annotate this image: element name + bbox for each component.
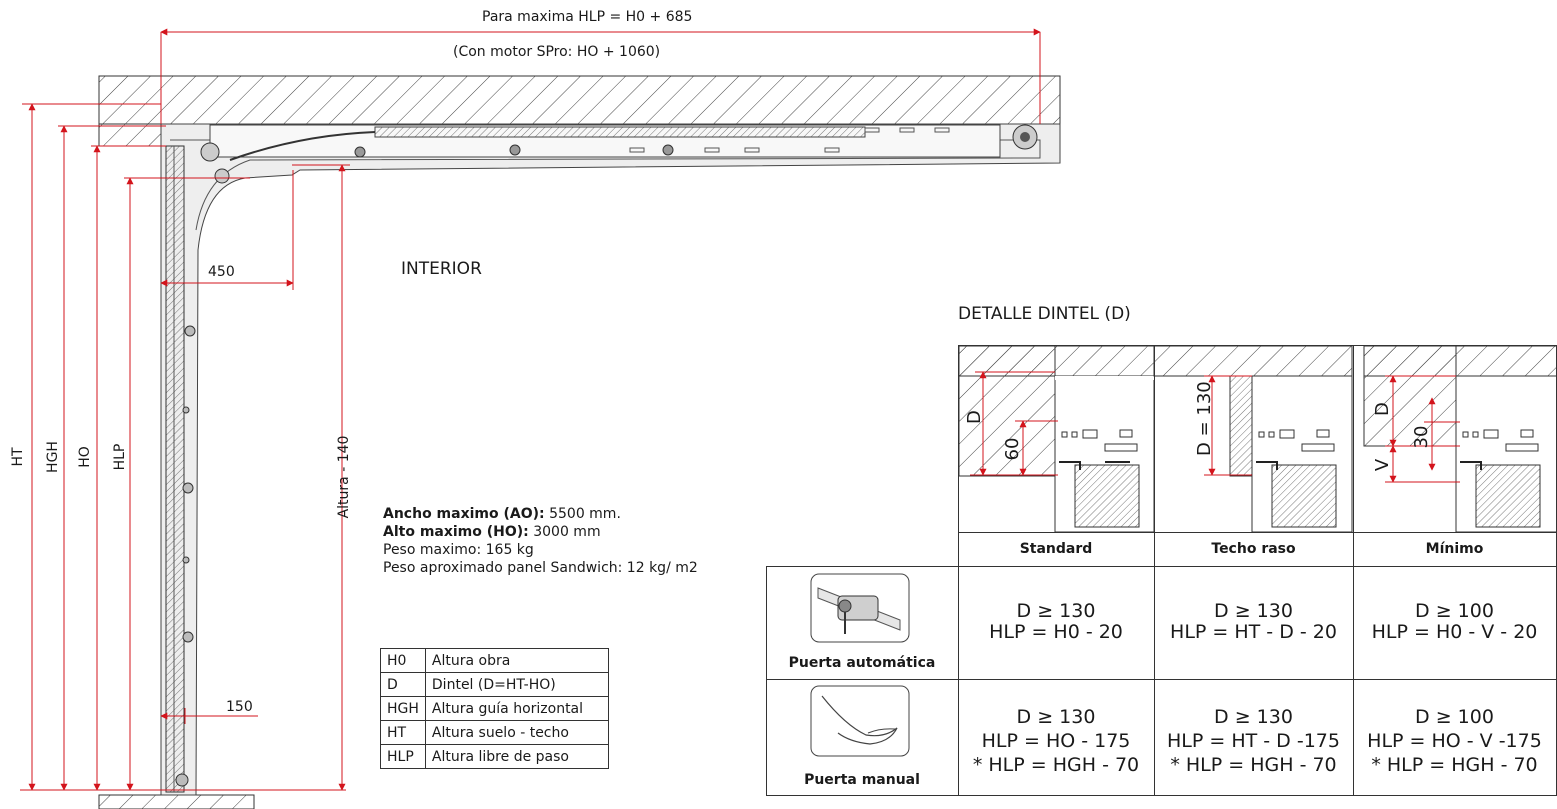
ho-label: HO [77, 446, 93, 468]
interior-label: INTERIOR [401, 259, 482, 279]
detail-title: DETALLE DINTEL (D) [958, 304, 1131, 324]
spec-line: Peso aproximado panel Sandwich: 12 kg/ m… [383, 560, 698, 576]
hand-icon [810, 685, 910, 757]
dim-150: 150 [226, 699, 253, 715]
spec-line: Ancho maximo (AO): 5500 mm. [383, 506, 621, 522]
motor-icon [810, 573, 910, 643]
detail-d-label-1: D [964, 410, 985, 424]
horizontal-rail [200, 124, 1038, 184]
detail-60-label: 60 [1002, 437, 1023, 461]
detail-minimo [1363, 345, 1557, 533]
detail-standard [958, 345, 1155, 533]
spec-line: Alto maximo (HO): 3000 mm [383, 524, 601, 540]
door-hinges [175, 325, 196, 787]
row-label-automatic: Puerta automática [788, 655, 936, 671]
column-header-standard: Standard [1019, 541, 1093, 557]
dimension-lines [20, 28, 1041, 791]
ht-label: HT [10, 447, 26, 467]
max-hlp-dimension: Para maxima HLP = H0 + 685 [482, 9, 693, 25]
spec-line: Peso maximo: 165 kg [383, 542, 534, 558]
column-header-minimo: Mínimo [1425, 541, 1484, 557]
track-housing [160, 123, 1061, 796]
detail-techo-raso [1153, 345, 1353, 533]
door-panel [165, 145, 185, 793]
dim-450: 450 [208, 264, 235, 280]
altura-140-label: Altura - 140 [336, 435, 352, 519]
floor-slab [98, 794, 255, 809]
ceiling-slab [98, 75, 1061, 147]
specs-block: Ancho maximo (AO): 5500 mm. Alto maximo … [383, 505, 698, 577]
hlp-label: HLP [112, 443, 128, 471]
detail-d-label-3: D [1372, 402, 1393, 416]
row-label-manual: Puerta manual [804, 772, 920, 788]
hgh-label: HGH [45, 441, 61, 473]
motor-note: (Con motor SPro: HO + 1060) [453, 44, 661, 60]
column-header-techo-raso: Techo raso [1211, 541, 1296, 557]
detail-d130-label: D = 130 [1194, 381, 1215, 456]
detail-v-label: V [1372, 458, 1393, 472]
detail-30-label: 30 [1411, 425, 1432, 449]
